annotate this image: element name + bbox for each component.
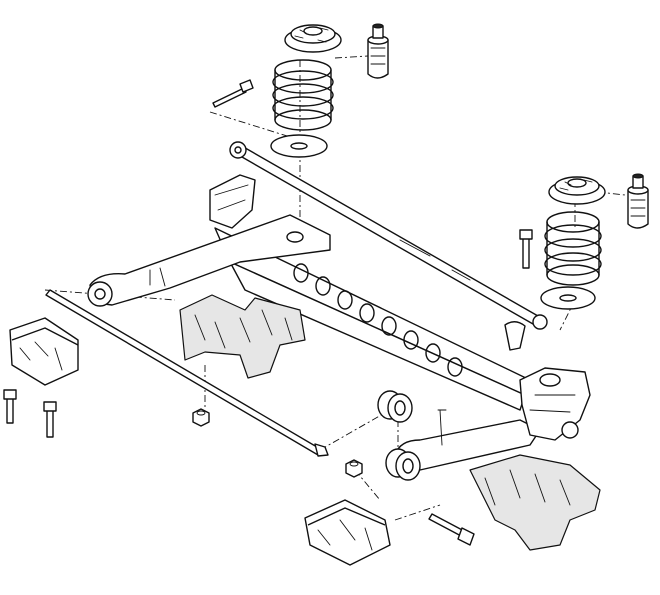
mounting-bracket-left [9,317,79,386]
coil-spring-left [272,59,334,131]
spring-lower-seat-left [270,134,328,158]
spring-upper-seat-left [284,24,342,53]
nut [192,408,210,427]
bump-stop-left [367,23,389,79]
heat-shield-center [179,294,306,379]
bolt [212,79,254,108]
nut [345,459,363,478]
bump-stop-right [627,173,649,229]
bushing-lower [385,448,421,481]
spring-upper-seat-right [548,176,606,205]
bolt [43,401,57,438]
bolt [519,229,533,269]
bolt [3,389,17,424]
spring-lower-seat-right [540,286,596,310]
mounting-bracket-right [304,499,391,566]
lower-rod [45,289,329,457]
coil-spring-right [544,211,602,286]
hub-carrier-right [519,367,591,441]
bolt [428,513,475,546]
bushing-upper [377,390,413,423]
trailing-arm-left [87,174,331,307]
panhard-rod [229,141,548,351]
heat-shield-right [469,454,601,551]
